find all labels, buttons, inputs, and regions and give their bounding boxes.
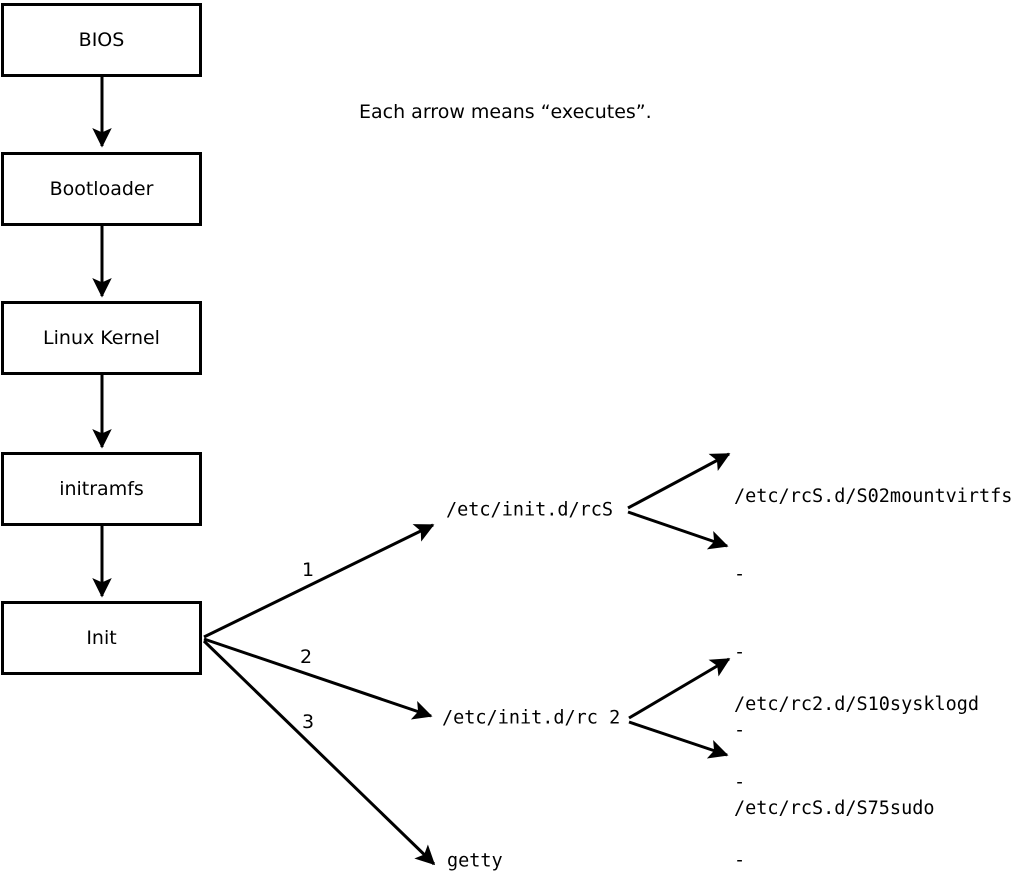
rcS-script-item: - bbox=[734, 720, 746, 741]
diagram-caption: Each arrow means “executes”. bbox=[359, 101, 652, 123]
node-initramfs-label: initramfs bbox=[59, 478, 144, 500]
arrow-label-2: 2 bbox=[299, 646, 313, 668]
arrow-rcS-to-S02mountvirtfs bbox=[627, 452, 731, 510]
arrow-label-1: 1 bbox=[301, 559, 315, 581]
node-initramfs: initramfs bbox=[1, 452, 202, 526]
rcS-script-item: /etc/rcS.d/S75sudo bbox=[734, 798, 935, 819]
rc2-script-item: /etc/rc2.d/S10sysklogd bbox=[734, 694, 980, 715]
arrow-init-to-getty bbox=[202, 639, 436, 866]
rc2-script-item: - bbox=[734, 772, 746, 793]
target-rcS-label: /etc/init.d/rcS bbox=[446, 499, 614, 521]
node-bios-label: BIOS bbox=[78, 29, 125, 51]
arrow-rc2-to-S99gdm bbox=[628, 720, 729, 759]
rc2-script-item: - bbox=[734, 850, 746, 871]
rcS-script-list: /etc/rcS.d/S02mountvirtfs - - - /etc/rcS… bbox=[734, 432, 1012, 874]
arrow-rcS-to-S75sudo bbox=[627, 510, 729, 550]
node-bootloader-label: Bootloader bbox=[49, 178, 154, 200]
node-linux-kernel: Linux Kernel bbox=[1, 301, 202, 375]
node-linux-kernel-label: Linux Kernel bbox=[43, 327, 160, 349]
node-init-label: Init bbox=[86, 627, 117, 649]
arrow-init-to-rcS bbox=[203, 523, 435, 639]
node-bootloader: Bootloader bbox=[1, 152, 202, 226]
rc2-script-list: /etc/rc2.d/S10sysklogd - - - /etc/rc2.d/… bbox=[734, 640, 979, 875]
rcS-script-item: - bbox=[734, 642, 746, 663]
arrow-rc2-to-S10sysklogd bbox=[628, 657, 731, 720]
target-getty-label: getty bbox=[447, 850, 503, 872]
rcS-script-item: - bbox=[734, 564, 746, 585]
arrow-label-3: 3 bbox=[301, 711, 315, 733]
target-rc2-label: /etc/init.d/rc 2 bbox=[442, 707, 621, 729]
node-bios: BIOS bbox=[1, 3, 202, 77]
rcS-script-item: /etc/rcS.d/S02mountvirtfs bbox=[734, 486, 1013, 507]
arrow-init-to-rc2 bbox=[203, 637, 433, 720]
node-init: Init bbox=[1, 601, 202, 675]
